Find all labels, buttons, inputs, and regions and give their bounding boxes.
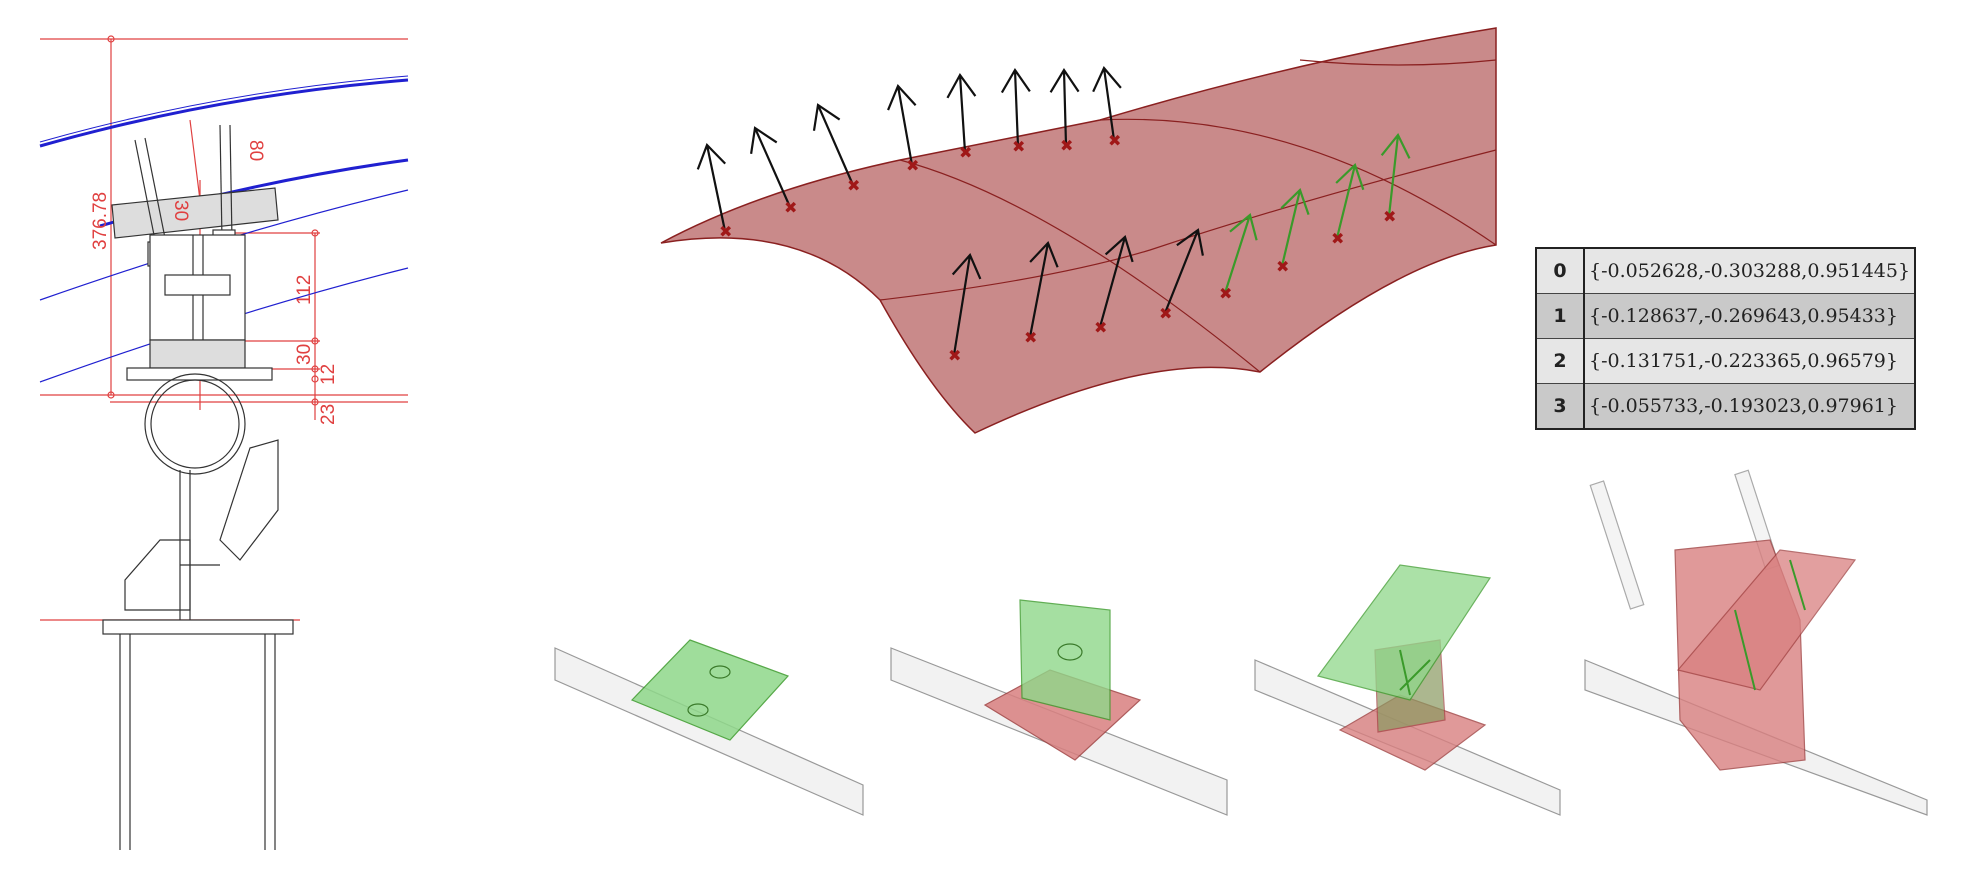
row-vector: {-0.128637,-0.269643,0.95433} (1583, 293, 1916, 339)
normal-arrow (1000, 67, 1031, 147)
row-index: 3 (1535, 383, 1585, 430)
normal-arrow (946, 72, 977, 153)
sample-point-marker: ✖ (1060, 136, 1073, 155)
sample-point-marker: ✖ (1108, 131, 1121, 150)
table-row: 1{-0.128637,-0.269643,0.95433} (1535, 293, 1916, 339)
assembly-step-2 (890, 599, 1228, 816)
row-vector: {-0.055733,-0.193023,0.97961} (1583, 383, 1916, 430)
assembly-step-4 (1584, 469, 1928, 816)
sample-point-marker: ✖ (1012, 137, 1025, 156)
normal-arrow (1098, 235, 1134, 328)
dimension-label: 12 (318, 364, 339, 385)
dimension-label: 80 (245, 140, 266, 161)
sample-point-marker: ✖ (948, 346, 961, 365)
surface-with-normals: ✖ ✖ ✖ ✖ ✖ ✖ ✖ ✖ ✖ ✖ ✖ ✖ ✖ ✖ ✖ ✖ (660, 27, 1497, 434)
sample-point-marker: ✖ (847, 176, 860, 195)
sample-point-marker: ✖ (906, 156, 919, 175)
normal-arrow (1223, 213, 1258, 294)
sample-point-marker: ✖ (1276, 257, 1289, 276)
dimension-label: 30 (170, 200, 191, 221)
dimension-label: 376.78 (90, 192, 111, 250)
normal-arrow (812, 103, 855, 186)
section-drawing: 376.78 80 30 112 30 12 23 (39, 35, 409, 850)
sample-point-marker: ✖ (719, 222, 732, 241)
assembly-step-3 (1254, 564, 1561, 816)
surface (660, 27, 1497, 434)
normal-arrow (1092, 65, 1122, 141)
dimension-label: 30 (294, 344, 315, 365)
row-index: 2 (1535, 338, 1585, 384)
sample-point-marker: ✖ (784, 198, 797, 217)
normal-arrow (696, 142, 727, 232)
normal-vectors-table: 0{-0.052628,-0.303288,0.951445} 1{-0.128… (1535, 247, 1917, 430)
normal-arrow (1163, 228, 1204, 314)
assembly-steps (554, 469, 1928, 816)
normal-arrow (1049, 67, 1080, 146)
sample-point-marker: ✖ (1383, 207, 1396, 226)
normal-arrow (1380, 132, 1411, 217)
table-row: 0{-0.052628,-0.303288,0.951445} (1535, 247, 1916, 294)
table-row: 2{-0.131751,-0.223365,0.96579} (1535, 338, 1916, 384)
row-vector: {-0.052628,-0.303288,0.951445} (1583, 247, 1916, 294)
sample-point-marker: ✖ (1159, 304, 1172, 323)
sample-point-marker: ✖ (1219, 284, 1232, 303)
sample-point-marker: ✖ (1024, 328, 1037, 347)
sample-point-marker: ✖ (959, 143, 972, 162)
sample-point-marker: ✖ (1331, 229, 1344, 248)
normal-arrow (1280, 188, 1310, 267)
normal-arrow (1335, 163, 1365, 239)
normal-arrow (887, 83, 917, 166)
row-index: 1 (1535, 293, 1585, 339)
dimension-label: 112 (294, 275, 315, 305)
assembly-step-1 (554, 639, 864, 816)
row-index: 0 (1535, 247, 1585, 294)
bracket-assembly (102, 124, 294, 850)
normal-arrow (750, 126, 792, 208)
dimension-label: 23 (318, 404, 339, 425)
sample-point-marker: ✖ (1094, 318, 1107, 337)
normal-arrow (951, 252, 982, 356)
table-row: 3{-0.055733,-0.193023,0.97961} (1535, 383, 1916, 430)
normal-arrow (1028, 240, 1059, 338)
row-vector: {-0.131751,-0.223365,0.96579} (1583, 338, 1916, 384)
